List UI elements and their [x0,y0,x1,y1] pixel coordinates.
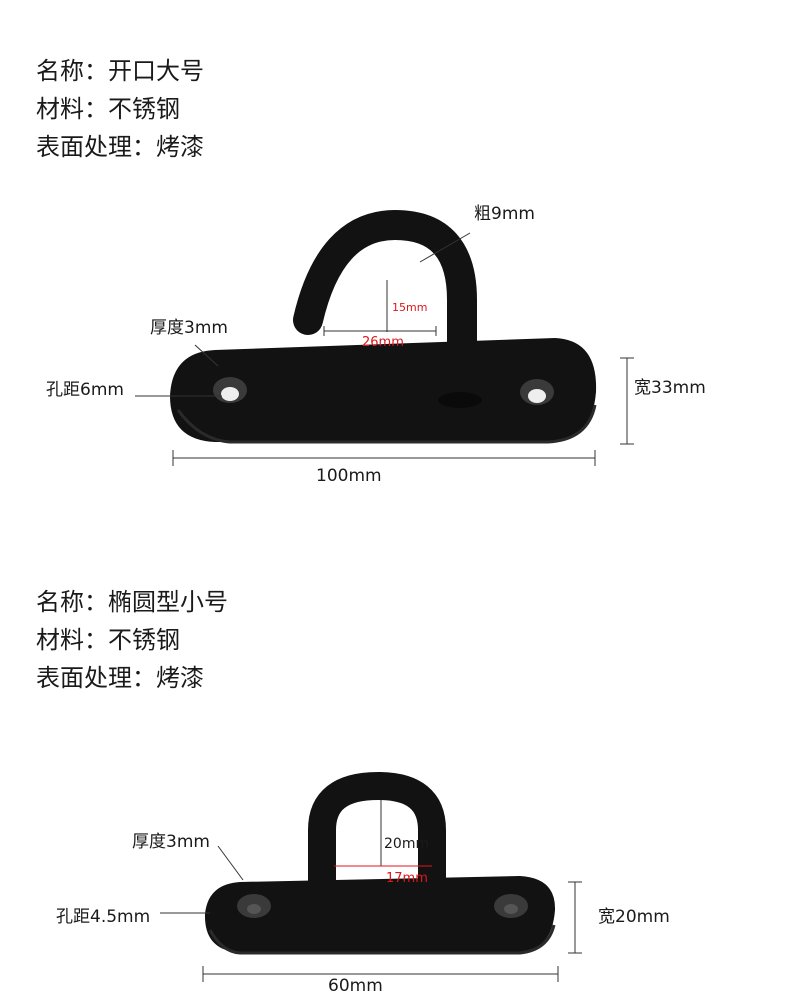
label-hole: 孔距6mm [46,380,124,400]
loop [308,771,446,915]
spec-block-2: 名称：椭圆型小号 材料：不锈钢 表面处理：烤漆 [36,583,228,697]
label-plate-thickness: 厚度3mm [150,318,228,338]
spec-material: 材料：不锈钢 [36,95,180,123]
product-1-figure: 粗9mm 15mm 26mm 厚度3mm 孔距6mm 宽33mm 100mm [46,204,706,486]
product-1-drawing [135,209,634,466]
label-hook-opening: 26mm [362,335,404,350]
spec-surface: 表面处理：烤漆 [36,664,204,692]
hook [293,209,477,415]
spec-block-1: 名称：开口大号 材料：不锈钢 表面处理：烤漆 [36,52,204,166]
label-wire-thickness: 粗9mm [474,204,535,224]
spec-name: 名称：开口大号 [36,57,204,85]
label-hook-height: 15mm [392,301,428,314]
label-plate-thickness: 厚度3mm [132,832,210,852]
label-length: 100mm [316,466,382,486]
label-loop-height: 20mm [384,836,430,852]
label-length: 60mm [328,976,383,996]
spec-material: 材料：不锈钢 [36,626,180,654]
label-hole: 孔距4.5mm [56,907,151,927]
label-loop-width: 17mm [386,871,428,886]
spec-surface: 表面处理：烤漆 [36,133,204,161]
label-width: 宽20mm [598,907,670,927]
label-width: 宽33mm [634,378,706,398]
spec-name: 名称：椭圆型小号 [36,588,228,616]
